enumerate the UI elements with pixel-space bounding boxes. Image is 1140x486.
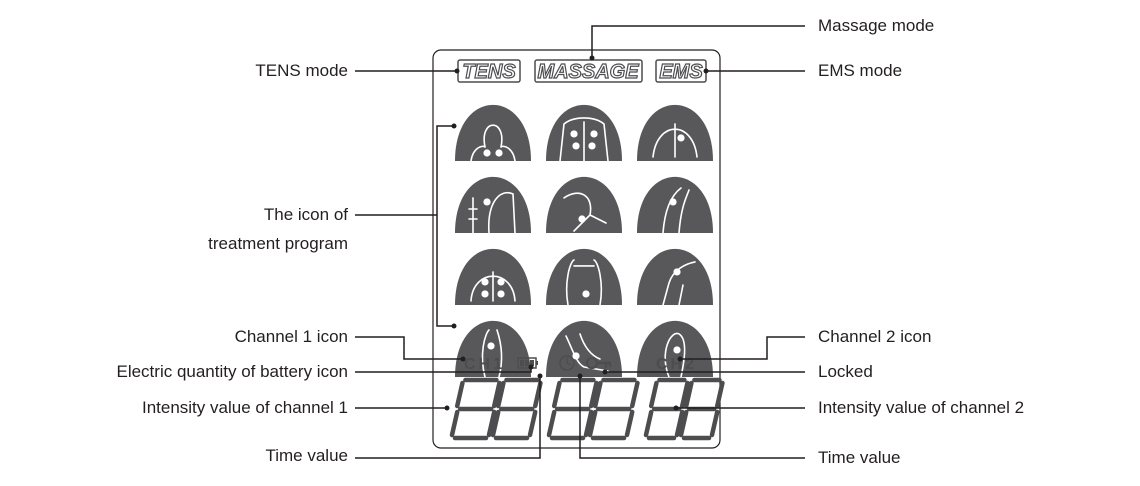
- tens-mode-text: TENS: [462, 61, 516, 83]
- lcd-frame: [432, 49, 721, 449]
- leader-time-left: [355, 376, 541, 459]
- label-ems-mode: EMS mode: [818, 61, 903, 80]
- head-neck-icon: [455, 104, 531, 162]
- intensity-ch1-digits: [449, 377, 543, 441]
- massage-mode-text: MASSAGE: [537, 61, 639, 83]
- leader-dots: [444, 55, 709, 411]
- label-time-value-left: Time value: [265, 446, 348, 465]
- label-time-value-right: Time value: [818, 448, 901, 467]
- leader-time-right: [579, 376, 805, 459]
- time-digits: [546, 377, 640, 441]
- label-treatment-line2: treatment program: [208, 234, 348, 253]
- intensity-ch2-digits: [643, 377, 725, 441]
- segment-displays: [449, 377, 725, 441]
- status-row: CH1 CH2: [464, 355, 697, 373]
- leg-side-icon: [637, 176, 713, 234]
- lower-back-icon: [637, 104, 713, 161]
- sole-icon: [637, 320, 713, 378]
- elbow-icon: [546, 176, 622, 233]
- chest-icon: [546, 104, 622, 162]
- treatment-program-grid: [455, 104, 713, 378]
- leader-lines: [355, 25, 805, 459]
- dot-ems: [703, 68, 709, 74]
- dot-battery: [528, 364, 534, 370]
- battery-icon: [517, 357, 538, 369]
- shoulder-arm-icon: [455, 176, 531, 234]
- lock-key-icon: [585, 356, 611, 370]
- dot-locked: [602, 369, 608, 375]
- massage-mode-box: [534, 59, 643, 83]
- dot-treatment-top: [451, 123, 457, 129]
- ankle-foot-icon: [546, 320, 622, 377]
- label-channel1-icon: Channel 1 icon: [234, 327, 348, 346]
- label-tens-mode: TENS mode: [255, 61, 348, 80]
- dot-channel1: [460, 356, 466, 362]
- ch2-indicator: CH2: [656, 356, 697, 373]
- dot-tens: [454, 68, 460, 74]
- dot-time-left: [537, 373, 543, 379]
- label-battery-icon: Electric quantity of battery icon: [116, 362, 348, 381]
- ems-mode-text: EMS: [659, 61, 703, 83]
- dot-intensity-ch2: [673, 405, 679, 411]
- label-massage-mode: Massage mode: [818, 16, 935, 35]
- label-intensity-ch2: Intensity value of channel 2: [818, 398, 1025, 417]
- leader-treatment-bracket: [436, 125, 454, 327]
- label-treatment-line1: The icon of: [263, 205, 348, 224]
- timer-icon: [559, 355, 575, 371]
- dot-channel2: [677, 356, 683, 362]
- label-channel2-icon: Channel 2 icon: [818, 327, 932, 346]
- label-locked: Locked: [818, 362, 873, 381]
- ch1-indicator: CH1: [464, 356, 505, 373]
- leader-channel2: [680, 336, 805, 360]
- dot-intensity-ch1: [444, 405, 450, 411]
- label-intensity-ch1: Intensity value of channel 1: [141, 398, 348, 417]
- leader-channel1: [355, 336, 463, 360]
- dot-time-right: [577, 373, 583, 379]
- mode-indicators: TENS MASSAGE EMS: [457, 59, 707, 84]
- knee-icon: [637, 248, 713, 306]
- dot-treatment-bottom: [451, 323, 457, 329]
- dot-massage: [589, 55, 595, 61]
- abdomen-icon: [546, 248, 622, 306]
- leader-massage-mode: [591, 25, 805, 58]
- buttocks-icon: [455, 248, 531, 305]
